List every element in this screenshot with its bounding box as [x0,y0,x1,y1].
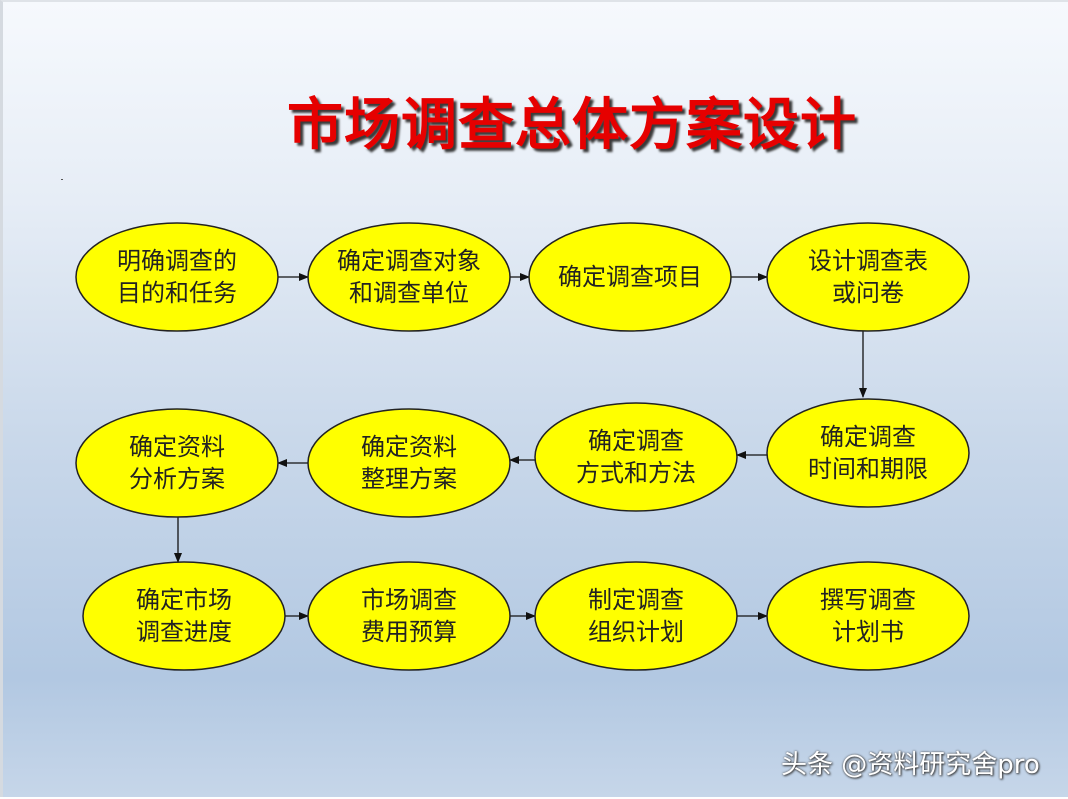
flow-node-n11 [534,561,738,671]
flow-node-n1 [75,222,279,332]
flow-node-n2 [307,222,511,332]
watermark: 头条 @资料研究舍pro [781,750,1040,780]
stray-dot [61,179,63,180]
flow-node-n12 [766,561,970,671]
flow-node-n6 [534,402,738,512]
flow-node-n5 [766,398,970,508]
flow-node-n8 [75,408,279,518]
flow-diagram [75,222,970,671]
page-title: 市场调查总体方案设计 [287,92,857,158]
flow-node-n10 [307,561,511,671]
flow-node-n7 [307,408,511,518]
flow-node-n9 [82,561,286,671]
flow-node-n4 [766,222,970,332]
flow-node-n3 [528,222,732,332]
